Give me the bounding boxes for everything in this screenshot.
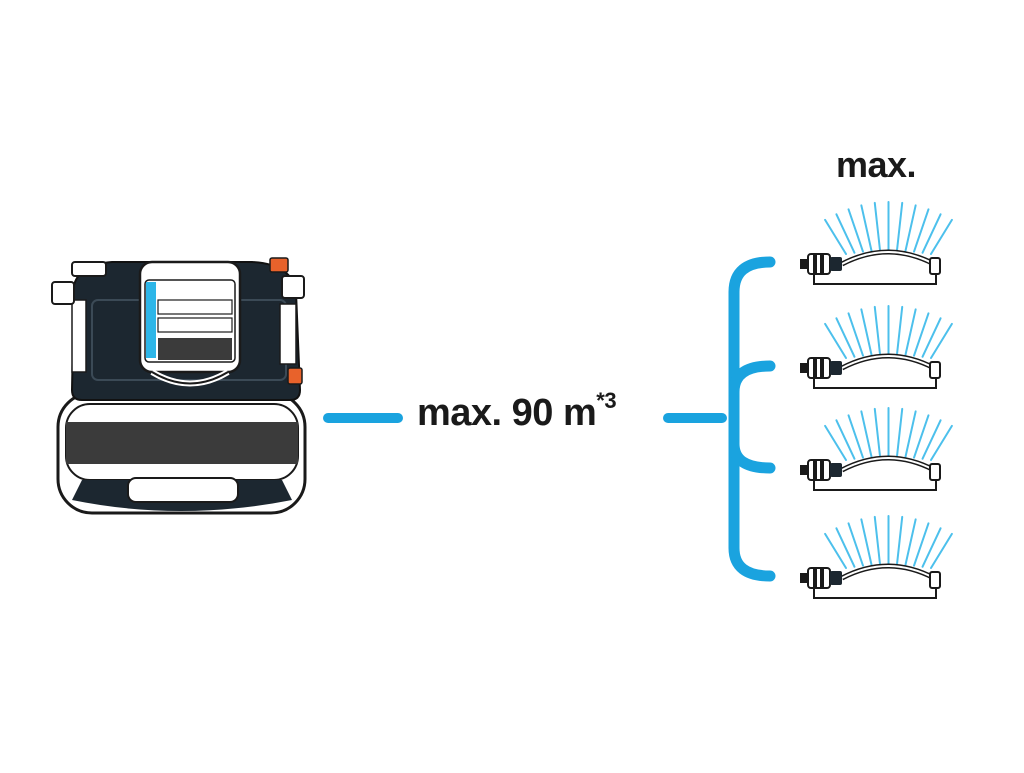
sprinkler-max-label: max. — [836, 144, 917, 185]
sprinkler-group — [800, 201, 953, 599]
oscillating-sprinkler-icon — [800, 407, 953, 491]
water-spray — [824, 305, 953, 359]
water-spray — [824, 201, 953, 255]
distance-label: max. 90 m*3 — [417, 388, 617, 435]
water-spray — [824, 407, 953, 461]
distribution-bracket — [728, 256, 776, 582]
distance-value: max. 90 m — [417, 392, 597, 434]
oscillating-sprinkler-icon — [800, 201, 953, 285]
garden-pump-icon — [51, 257, 307, 515]
water-spray — [824, 515, 953, 569]
oscillating-sprinkler-icon — [800, 515, 953, 599]
distance-footnote: *3 — [596, 388, 617, 413]
oscillating-sprinkler-icon — [800, 305, 953, 389]
